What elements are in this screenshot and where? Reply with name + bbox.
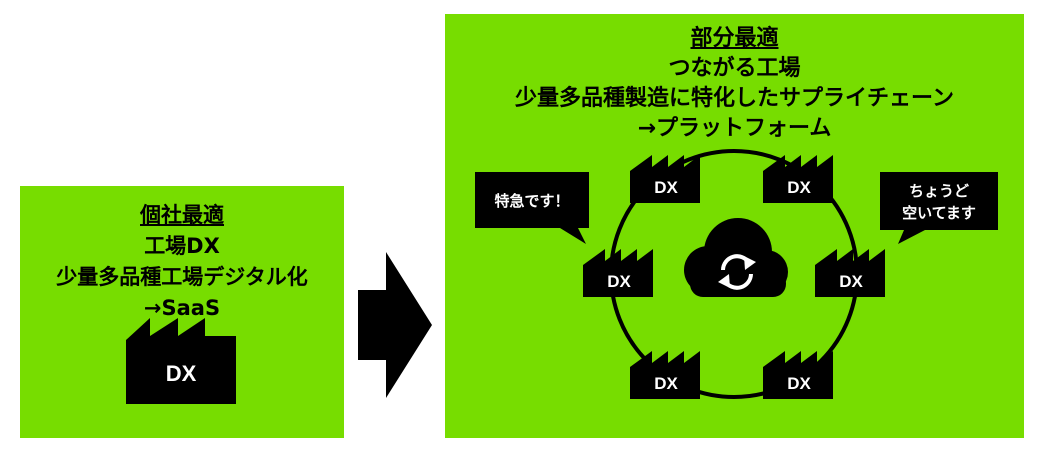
factory-top-right-label: DX [787,178,811,197]
left-factory-icon: DX [126,318,236,404]
left-title-heading: 個社最適 [140,203,224,227]
right-chevron-arrow-icon [358,252,432,398]
factory-bottom-right-label: DX [787,374,811,393]
factory-mid-left-icon: DX [583,249,653,297]
right-title-heading: 部分最適 [690,26,779,51]
factory-bottom-left-icon: DX [630,351,700,399]
factory-top-right-icon: DX [763,155,833,203]
speech-bubble-right-text-2: 空いてます [902,204,976,222]
right-title: 部分最適 つながる工場 少量多品種製造に特化したサプライチェーン →プラットフォ… [445,24,1024,144]
left-title-line-2: 工場DX [144,234,220,258]
cloud-sync-icon [684,218,788,297]
speech-bubble-right-text-1: ちょうど [909,182,969,200]
right-title-line-3: 少量多品種製造に特化したサプライチェーン [515,86,954,111]
factory-top-left-icon: DX [630,155,700,203]
left-title-line-3: 少量多品種工場デジタル化 [56,265,308,289]
speech-bubble-right: ちょうど 空いてます [880,172,998,244]
factory-bottom-left-label: DX [654,374,678,393]
left-factory-label: DX [166,361,197,386]
factory-mid-right-icon: DX [815,249,885,297]
speech-bubble-left: 特急です！ [475,172,589,244]
right-title-line-4: →プラットフォーム [637,116,832,141]
factory-bottom-right-icon: DX [763,351,833,399]
left-title: 個社最適 工場DX 少量多品種工場デジタル化 →SaaS [20,200,344,324]
right-title-line-2: つながる工場 [668,56,801,81]
speech-bubble-left-text: 特急です！ [494,192,569,210]
factory-mid-left-label: DX [607,272,631,291]
factory-top-left-label: DX [654,178,678,197]
factory-mid-right-label: DX [839,272,863,291]
left-title-line-4: →SaaS [143,296,221,320]
